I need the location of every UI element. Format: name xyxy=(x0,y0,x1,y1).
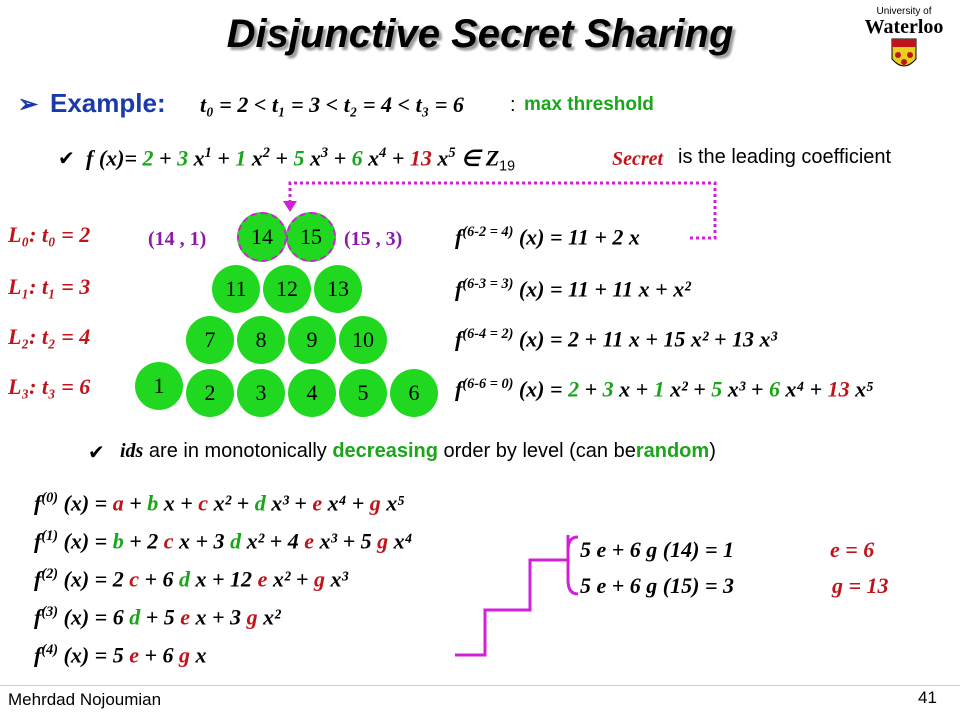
derivative-3-c0: 2 xyxy=(568,376,580,402)
general-derivative-4-order: (4) xyxy=(41,642,58,658)
ids-text-3: ) xyxy=(709,440,716,462)
derivative-3: f(6-6 = 0) (x) = 2 + 3 x + 1 x² + 5 x³ +… xyxy=(455,376,874,402)
polynomial: f (x)= 2 + 3 x1 + 1 x2 + 5 x3 + 6 x4 + 1… xyxy=(86,145,516,175)
ids-text-2: order by level (can be xyxy=(443,440,636,462)
node-8: 8 xyxy=(237,316,285,364)
system-eq-1: 5 e + 6 g (14) = 1 xyxy=(580,537,734,562)
node-4: 4 xyxy=(288,369,336,417)
pair-left: (14 , 1) xyxy=(148,228,207,250)
derivative-1: f(6-3 = 3) (x) = 11 + 11 x + x² xyxy=(455,276,691,302)
example-max-threshold: max threshold xyxy=(524,94,654,115)
derivative-1-order: (6-3 = 3) xyxy=(462,276,514,292)
example-colon: : xyxy=(510,94,516,116)
poly-c4: 6 xyxy=(351,145,363,171)
university-logo: University of Waterloo xyxy=(858,6,950,76)
level-label-2: L₂: t₂ = 4 xyxy=(8,324,91,349)
node-13: 13 xyxy=(314,265,362,313)
derivative-3-c4: 6 xyxy=(768,376,780,402)
example-thresholds: t₀ = 2 < t₁ = 3 < t₂ = 4 < t₃ = 6 xyxy=(200,92,464,117)
ids-note: ids are in monotonically decreasing orde… xyxy=(120,440,716,463)
poly-c1: 3 xyxy=(177,145,189,171)
derivative-3-order: (6-6 = 0) xyxy=(462,376,514,392)
secret-description: is the leading coefficient xyxy=(678,146,892,168)
poly-field: ∈ Z xyxy=(461,145,500,171)
poly-lhs: f (x)= xyxy=(86,145,138,171)
derivative-3-c5: 13 xyxy=(827,376,850,402)
node-14: 14 xyxy=(237,212,287,262)
general-derivative-3: f(3) (x) = 6 d + 5 e x + 3 g x² xyxy=(34,604,281,630)
derivative-0-order: (6-2 = 4) xyxy=(462,224,514,240)
node-15: 15 xyxy=(286,212,336,262)
general-derivative-0-order: (0) xyxy=(41,490,58,506)
ids-word: ids xyxy=(120,440,144,462)
derivative-3-c2: 1 xyxy=(653,376,665,402)
poly-field-sub: 19 xyxy=(499,158,516,175)
pair-right: (15 , 3) xyxy=(344,228,403,250)
footer-author: Mehrdad Nojoumian xyxy=(8,690,162,709)
derivative-2-rhs: (x) = 2 + 11 x + 15 x² + 13 x³ xyxy=(518,326,778,352)
derivative-0: f(6-2 = 4) (x) = 11 + 2 x xyxy=(455,224,640,250)
node-10: 10 xyxy=(339,316,387,364)
level-label-3: L₃: t₃ = 6 xyxy=(8,374,91,399)
node-5: 5 xyxy=(339,369,387,417)
general-derivative-2-order: (2) xyxy=(41,566,58,582)
general-derivative-3-order: (3) xyxy=(41,604,58,620)
node-9: 9 xyxy=(288,316,336,364)
derivative-3-c1: 3 xyxy=(602,376,614,402)
poly-c2: 1 xyxy=(235,145,247,171)
derivative-3-lhs: (x) = xyxy=(518,376,569,402)
example-label: Example: xyxy=(50,88,166,118)
poly-c0: 2 xyxy=(142,145,154,171)
node-7: 7 xyxy=(186,316,234,364)
level-label-0: L₀: t₀ = 2 xyxy=(8,222,91,247)
node-11: 11 xyxy=(212,265,260,313)
crest-icon xyxy=(891,38,917,67)
ids-text-1: are in monotonically xyxy=(148,440,327,462)
footer-divider xyxy=(0,685,960,686)
derivative-1-rhs: (x) = 11 + 11 x + x² xyxy=(518,276,691,302)
general-derivative-2: f(2) (x) = 2 c + 6 d x + 12 e x² + g x³ xyxy=(34,566,349,592)
ids-decreasing: decreasing xyxy=(332,440,438,462)
logo-name: Waterloo xyxy=(864,16,944,38)
node-3: 3 xyxy=(237,369,285,417)
general-derivative-1: f(1) (x) = b + 2 c x + 3 d x² + 4 e x³ +… xyxy=(34,528,413,554)
general-derivative-1-order: (1) xyxy=(41,528,58,544)
derivative-3-c3: 5 xyxy=(711,376,723,402)
general-derivative-0: f(0) (x) = a + b x + c x² + d x³ + e x⁴ … xyxy=(34,490,405,516)
logo-top-text: University of xyxy=(876,6,932,17)
derivative-2: f(6-4 = 2) (x) = 2 + 11 x + 15 x² + 13 x… xyxy=(455,326,778,352)
poly-c3: 5 xyxy=(293,145,305,171)
derivative-0-rhs: (x) = 11 + 2 x xyxy=(518,224,640,250)
node-1: 1 xyxy=(135,362,183,410)
solution-g: g = 13 xyxy=(832,573,889,598)
page-number: 41 xyxy=(918,688,937,707)
solution-e: e = 6 xyxy=(830,537,875,562)
ids-random: random xyxy=(635,440,710,462)
check-icon: ✔ xyxy=(58,148,75,170)
general-derivative-4: f(4) (x) = 5 e + 6 g x xyxy=(34,642,207,668)
slide-title: Disjunctive Secret Sharing xyxy=(226,12,734,56)
node-2: 2 xyxy=(186,369,234,417)
level-label-1: L₁: t₁ = 3 xyxy=(8,274,91,299)
system-eq-2: 5 e + 6 g (15) = 3 xyxy=(580,573,734,598)
poly-c5: 13 xyxy=(409,145,432,171)
node-12: 12 xyxy=(263,265,311,313)
derivative-2-order: (6-4 = 2) xyxy=(462,326,514,342)
example-bullet: ➢ xyxy=(18,91,39,118)
secret-word: Secret xyxy=(612,148,664,170)
node-6: 6 xyxy=(390,369,438,417)
check-icon-2: ✔ xyxy=(88,442,105,464)
